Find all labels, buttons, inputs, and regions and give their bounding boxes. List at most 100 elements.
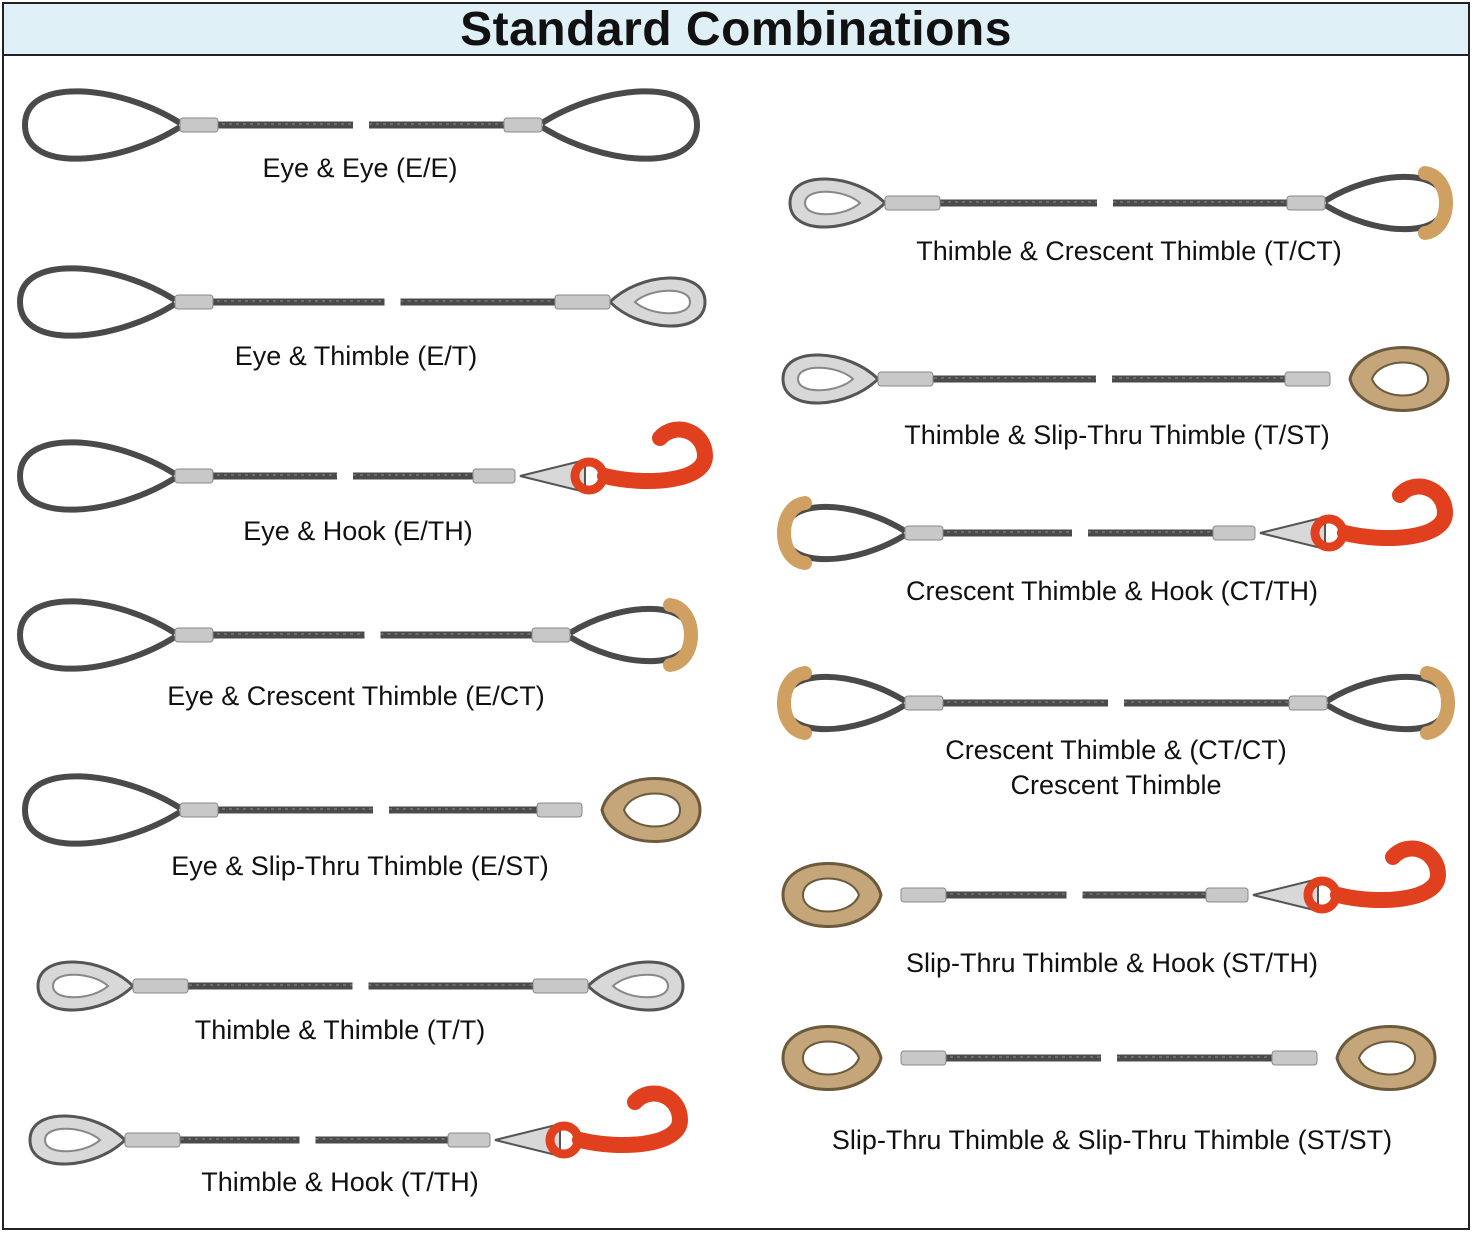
sleeve-ferrule (900, 887, 947, 903)
caption-eye-eye: Eye & Eye (E/E) (262, 153, 458, 183)
sleeve-ferrule (179, 802, 219, 818)
eye-loop (540, 88, 701, 162)
sleeve-ferrule (174, 468, 214, 484)
sleeve-ferrule (132, 978, 189, 994)
slipthru-eye (1370, 361, 1430, 397)
crescent-thimble (663, 598, 698, 672)
eye-loop (21, 773, 182, 847)
sleeve-ferrule (904, 695, 944, 711)
sling-illustration-eye-slipthru (21, 773, 702, 847)
hook-thimble (1252, 877, 1319, 913)
thimble-eye (796, 366, 855, 392)
caption-crescent-crescent-line2: Crescent Thimble (1010, 770, 1222, 800)
sling-group (21, 773, 702, 847)
hook-latch-tip (629, 1096, 641, 1108)
sleeve-ferrule (472, 468, 516, 484)
sling-illustration-thimble-crescent (788, 166, 1453, 240)
sleeve-ferrule (174, 627, 214, 643)
sleeve-ferrule (1286, 195, 1326, 211)
sleeve-ferrule (904, 525, 944, 541)
sleeve-ferrule (124, 1132, 181, 1148)
sling-group (36, 960, 685, 1012)
sling-illustration-thimble-slipthru (781, 346, 1450, 412)
sling-group (781, 1025, 1437, 1091)
sleeve-ferrule (1205, 887, 1249, 903)
hook-thimble (494, 1122, 561, 1158)
sleeve-ferrule (877, 371, 934, 387)
sleeve-ferrule (174, 294, 214, 310)
sleeve-ferrule (1284, 371, 1331, 387)
sleeve-ferrule (536, 802, 583, 818)
sling-group (16, 598, 698, 672)
caption-slipthru-hook: Slip-Thru Thimble & Hook (ST/TH) (905, 948, 1319, 978)
sleeve-ferrule (531, 627, 571, 643)
sleeve-ferrule (1271, 1050, 1318, 1066)
sleeve-ferrule (447, 1132, 491, 1148)
sling-illustration-thimble-hook (28, 1085, 689, 1166)
sling-illustration-eye-thimble (16, 265, 707, 339)
eye-loop (16, 439, 177, 513)
crescent-thimble (1418, 166, 1453, 240)
hook-body (572, 1085, 689, 1154)
sling-illustration-crescent-hook (777, 478, 1454, 570)
sling-group (28, 1085, 689, 1166)
thimble-eye (803, 190, 862, 216)
caption-eye-crescent: Eye & Crescent Thimble (E/CT) (167, 681, 545, 711)
sling-group (777, 666, 1455, 740)
sleeve-ferrule (503, 117, 543, 133)
eye-loop (16, 598, 177, 672)
thimble-eye (43, 1127, 102, 1153)
caption-crescent-crescent: Crescent Thimble & (CT/CT) (945, 735, 1287, 765)
eye-loop (21, 88, 182, 162)
sleeve-ferrule (884, 195, 941, 211)
hook-latch-tip (654, 432, 666, 444)
hook-thimble (1259, 515, 1326, 551)
hook-body (1337, 478, 1454, 547)
eye-loop (16, 265, 177, 339)
thimble-eye (51, 973, 110, 999)
sleeve-ferrule (554, 294, 611, 310)
caption-eye-thimble: Eye & Thimble (E/T) (234, 341, 478, 371)
sling-illustration-crescent-crescent (777, 666, 1455, 740)
hook-latch-tip (1394, 489, 1406, 501)
crescent-thimble (1420, 666, 1455, 740)
header-bar: Standard Combinations (4, 4, 1468, 56)
thimble-eye (611, 973, 670, 999)
sling-illustration-eye-hook (16, 421, 714, 513)
sling-group (21, 88, 701, 162)
caption-slipthru-slipthru: Slip-Thru Thimble & Slip-Thru Thimble (S… (831, 1125, 1393, 1155)
caption-thimble-thimble: Thimble & Thimble (T/T) (194, 1015, 486, 1045)
hook-thimble (519, 458, 586, 494)
sling-group (16, 421, 714, 513)
sleeve-ferrule (1288, 695, 1328, 711)
hook-latch-tip (1387, 851, 1399, 863)
caption-eye-hook: Eye & Hook (E/TH) (243, 516, 473, 546)
slipthru-eye (1357, 1040, 1417, 1076)
crescent-thimble (777, 496, 812, 570)
hook-body (597, 421, 714, 490)
sling-illustration-eye-crescent (16, 598, 698, 672)
slipthru-eye (801, 877, 861, 913)
caption-thimble-hook: Thimble & Hook (T/TH) (201, 1167, 479, 1197)
crescent-thimble (777, 666, 812, 740)
sleeve-ferrule (1212, 525, 1256, 541)
slipthru-eye (622, 792, 682, 828)
thimble-eye (633, 289, 692, 315)
sling-group (777, 478, 1454, 570)
sling-group (781, 840, 1447, 928)
caption-thimble-crescent: Thimble & Crescent Thimble (T/CT) (916, 236, 1342, 266)
sleeve-ferrule (900, 1050, 947, 1066)
sleeve-ferrule (532, 978, 589, 994)
caption-thimble-slipthru: Thimble & Slip-Thru Thimble (T/ST) (904, 420, 1330, 450)
sling-group (781, 346, 1450, 412)
hook-body (1330, 840, 1447, 909)
caption-eye-slipthru: Eye & Slip-Thru Thimble (E/ST) (171, 851, 549, 881)
sling-group (788, 166, 1453, 240)
sling-group (16, 265, 707, 339)
sling-illustration-thimble-thimble (36, 960, 685, 1012)
caption-crescent-hook: Crescent Thimble & Hook (CT/TH) (905, 576, 1319, 606)
sleeve-ferrule (179, 117, 219, 133)
sling-illustration-slipthru-slipthru (781, 1025, 1437, 1091)
sling-illustration-eye-eye (21, 88, 701, 162)
